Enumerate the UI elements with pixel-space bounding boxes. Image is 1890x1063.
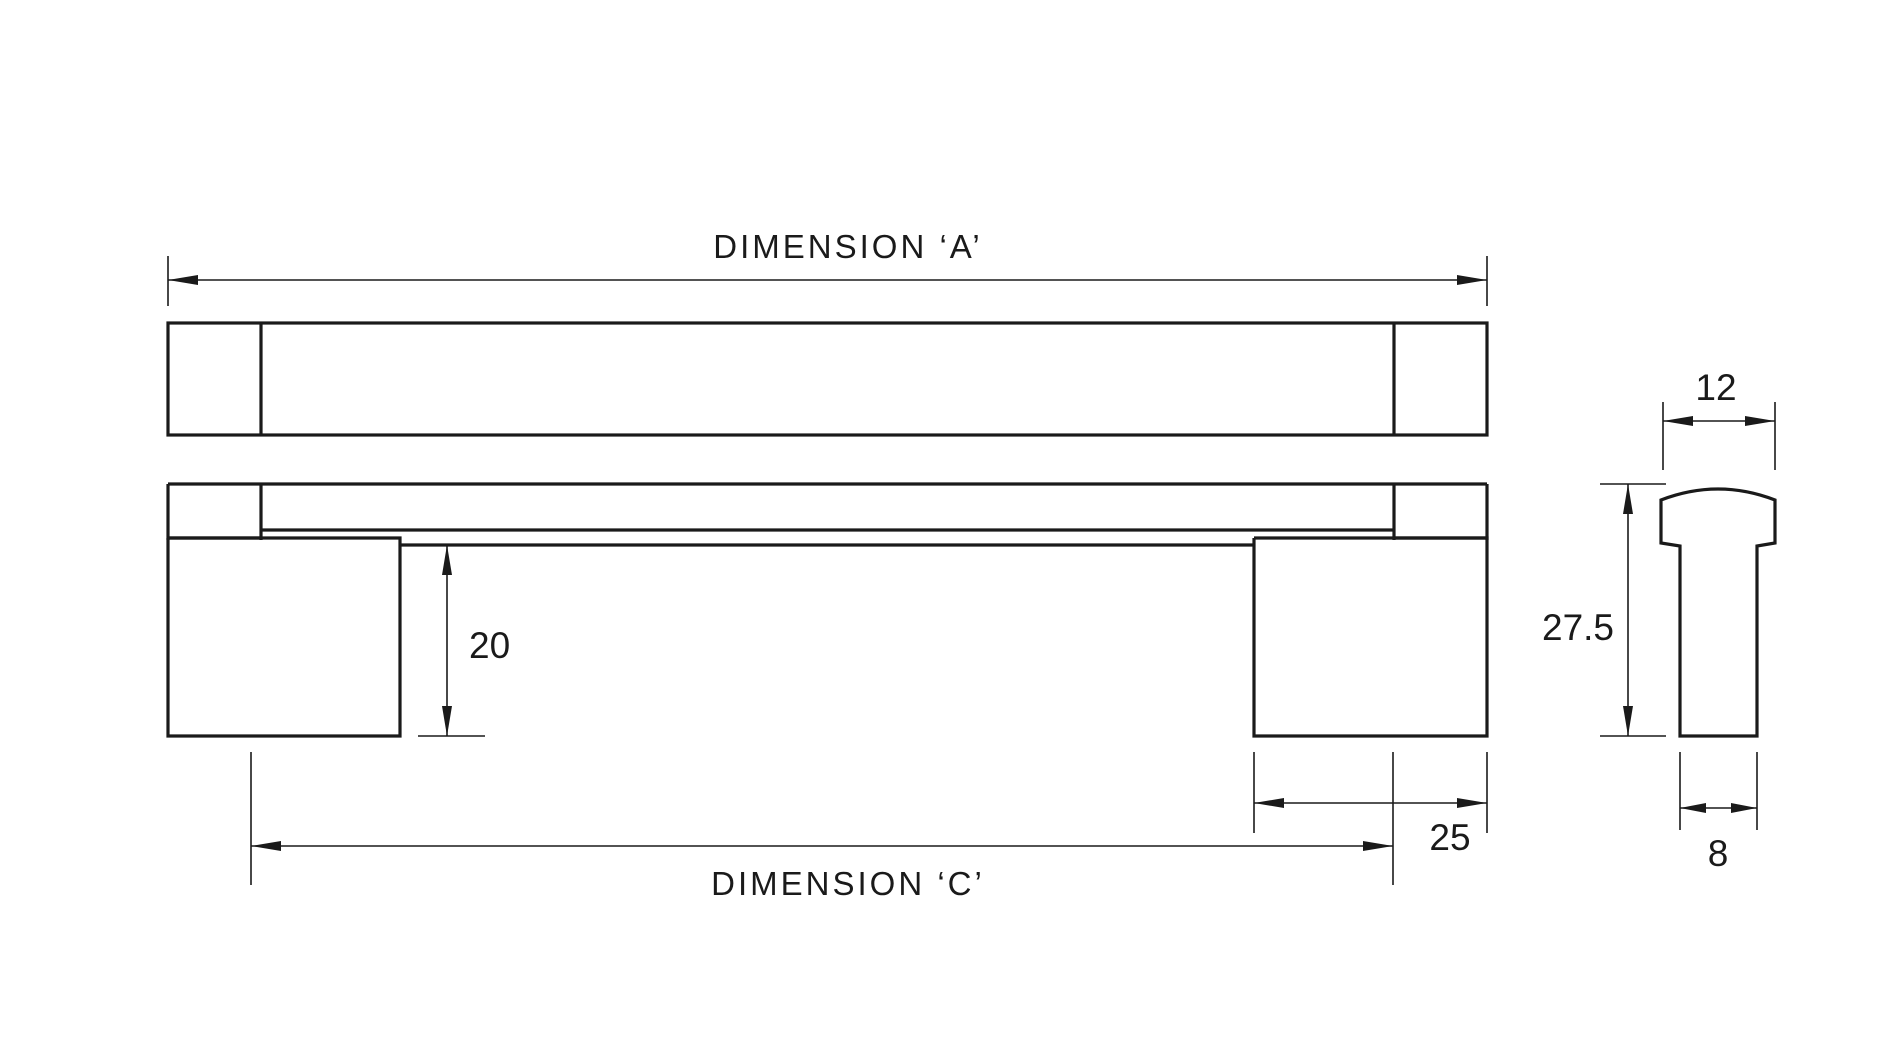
dimension-20-arrow-top <box>442 545 452 575</box>
dimension-8-arrow-right <box>1731 803 1757 813</box>
dimension-c-arrow-left <box>251 841 281 851</box>
dimension-25-label: 25 <box>1429 817 1470 858</box>
dimension-12-arrow-left <box>1663 416 1693 426</box>
dimension-c: DIMENSION ‘C’ <box>250 752 1393 902</box>
dimension-c-arrow-right <box>1363 841 1393 851</box>
front-view <box>166 482 1489 738</box>
dimension-a-arrow-left <box>168 275 198 285</box>
dimension-a-arrow-right <box>1457 275 1487 285</box>
dimension-27-5-label: 27.5 <box>1542 607 1614 648</box>
dimension-8-arrow-left <box>1680 803 1706 813</box>
dimension-25-arrow-left <box>1254 798 1284 808</box>
dimension-c-label: DIMENSION ‘C’ <box>711 865 985 902</box>
front-view-leg-right <box>1252 536 1489 738</box>
front-view-leg-left <box>166 536 402 738</box>
dimension-12-label: 12 <box>1695 367 1736 408</box>
dimension-27-5: 27.5 <box>1542 483 1666 737</box>
top-view <box>166 321 1489 437</box>
dimension-25: 25 <box>1253 752 1488 885</box>
dimension-27-5-arrow-top <box>1623 484 1633 514</box>
dimension-20-arrow-bottom <box>442 706 452 736</box>
dimension-a: DIMENSION ‘A’ <box>167 228 1488 306</box>
dimension-20-label: 20 <box>469 625 510 666</box>
side-profile-outline <box>1659 487 1777 738</box>
dimension-12-arrow-right <box>1745 416 1775 426</box>
dimension-12: 12 <box>1662 367 1776 470</box>
dimension-a-label: DIMENSION ‘A’ <box>713 228 982 265</box>
top-view-outline <box>166 321 1489 437</box>
side-profile <box>1659 487 1777 738</box>
dimension-8-label: 8 <box>1708 833 1729 874</box>
dimension-25-arrow-right <box>1457 798 1487 808</box>
dimension-20: 20 <box>418 545 510 737</box>
dimension-8: 8 <box>1679 752 1758 874</box>
dimension-27-5-arrow-bottom <box>1623 706 1633 736</box>
